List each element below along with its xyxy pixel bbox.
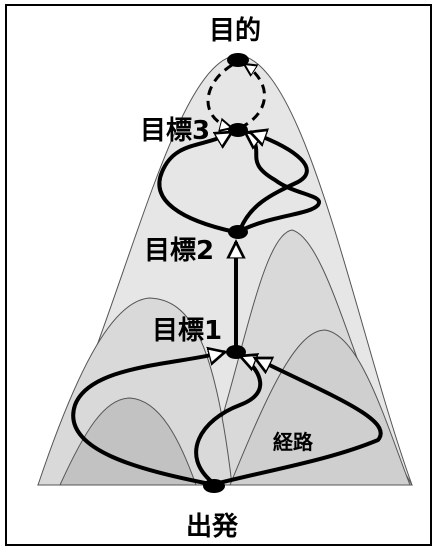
target1-label: 目標1 <box>152 316 223 346</box>
start-label: 出発 <box>186 512 239 542</box>
route-start-t1-left <box>71 352 225 486</box>
target1-node <box>226 345 246 359</box>
target3-label: 目標3 <box>140 116 211 146</box>
start-node <box>203 479 225 493</box>
route-t2-t3-middle <box>237 132 322 234</box>
target3-node <box>228 123 248 137</box>
route-t2-t3-left <box>157 130 236 234</box>
route-label: 経路 <box>273 430 313 454</box>
goal-label: 目的 <box>209 16 262 46</box>
target2-node <box>228 225 248 239</box>
target2-label: 目標2 <box>144 236 215 266</box>
route-start-t1-right <box>214 356 383 486</box>
route-t2-t3-right <box>238 132 309 231</box>
goal-node <box>227 53 249 67</box>
